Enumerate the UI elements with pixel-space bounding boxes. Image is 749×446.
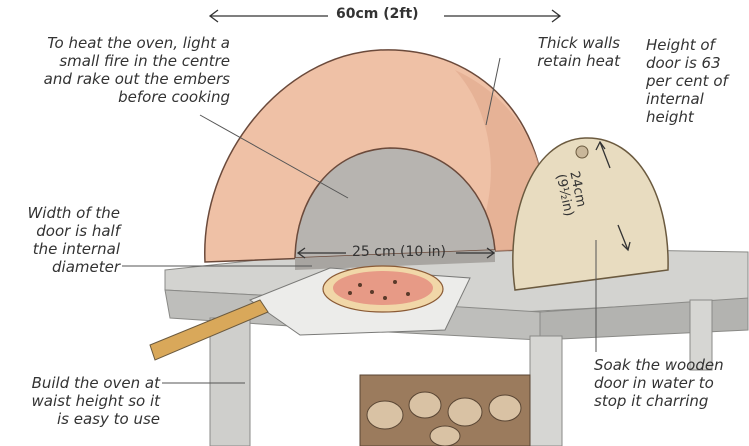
annotation-door-width-line: the internal: [4, 240, 120, 258]
annotation-waist: Build the oven at waist height so it is …: [4, 374, 160, 428]
annotation-door-width-line: diameter: [4, 258, 120, 276]
log-pile: [360, 375, 530, 446]
annotation-walls-line: retain heat: [500, 52, 620, 70]
width-dimension-label: 60cm (2ft): [336, 6, 419, 22]
annotation-door-height-line: height: [646, 108, 746, 126]
annotation-door-height-line: door is 63: [646, 54, 746, 72]
annotation-walls-line: Thick walls: [500, 34, 620, 52]
annotation-soak: Soak the wooden door in water to stop it…: [594, 356, 744, 410]
annotation-soak-line: Soak the wooden: [594, 356, 744, 374]
annotation-heat-line: and rake out the embers: [4, 70, 230, 88]
door-handle: [576, 146, 588, 158]
annotation-heat-line: small fire in the centre: [4, 52, 230, 70]
support-right: [530, 336, 562, 446]
annotation-heat-line: before cooking: [4, 88, 230, 106]
annotation-waist-line: waist height so it: [4, 392, 160, 410]
door-width-label: 25 cm (10 in): [352, 244, 446, 260]
annotation-waist-line: is easy to use: [4, 410, 160, 428]
annotation-door-width-line: door is half: [4, 222, 120, 240]
annotation-door-height-line: Height of: [646, 36, 746, 54]
support-left: [210, 318, 250, 446]
annotation-door-width: Width of the door is half the internal d…: [4, 204, 120, 276]
annotation-soak-line: stop it charring: [594, 392, 744, 410]
annotation-soak-line: door in water to: [594, 374, 744, 392]
annotation-waist-line: Build the oven at: [4, 374, 160, 392]
pizza-topping: [333, 271, 433, 305]
annotation-heat: To heat the oven, light a small fire in …: [4, 34, 230, 106]
annotation-heat-line: To heat the oven, light a: [4, 34, 230, 52]
annotation-door-height-line: internal: [646, 90, 746, 108]
annotation-door-width-line: Width of the: [4, 204, 120, 222]
annotation-walls: Thick walls retain heat: [500, 34, 620, 70]
annotation-door-height-line: per cent of: [646, 72, 746, 90]
annotation-door-height: Height of door is 63 per cent of interna…: [646, 36, 746, 126]
